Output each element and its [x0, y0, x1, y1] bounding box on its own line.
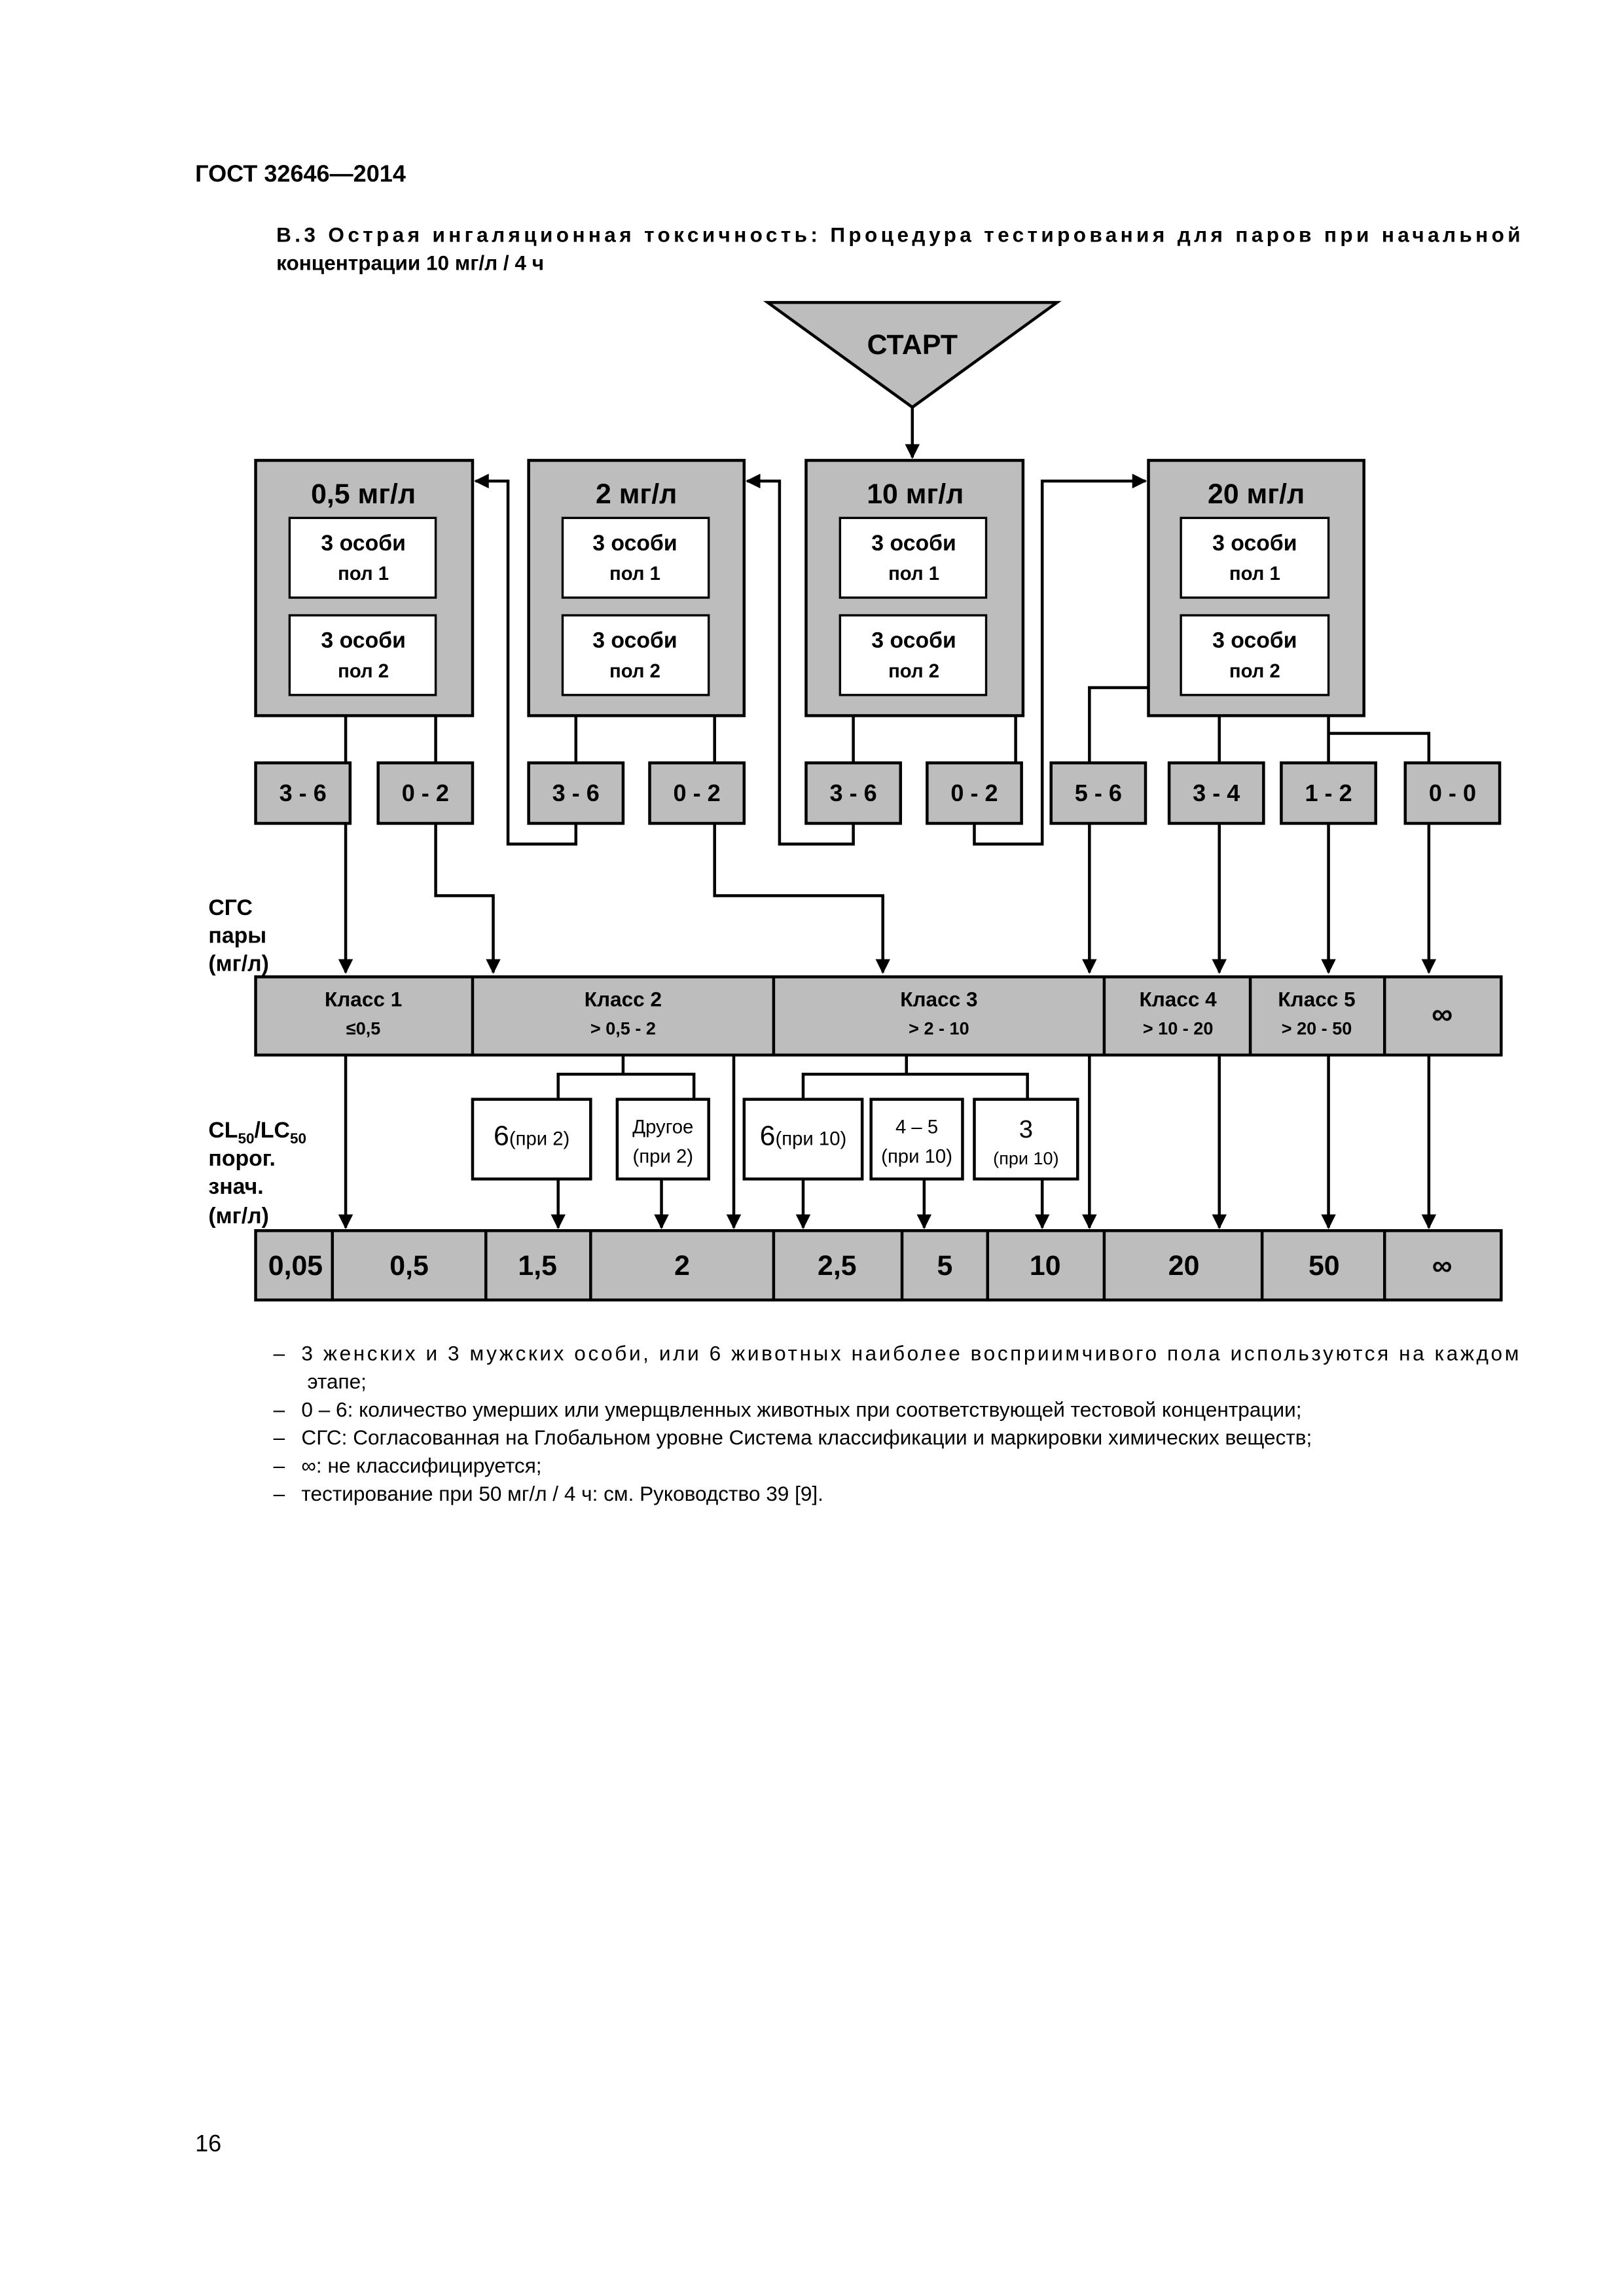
outcome-boxes: 3 - 6 0 - 2 3 - 6 0 - 2 3 - 6 0 - 2 5 - …: [254, 761, 1502, 825]
animal-sex: пол 1: [338, 563, 389, 584]
class-name: Класс 1: [325, 988, 402, 1011]
page-number: 16: [195, 2130, 221, 2157]
animal-sex: пол 2: [609, 660, 660, 682]
note-item: тестирование при 50 мг/л / 4 ч: см. Руко…: [301, 1482, 823, 1505]
outcome-label: 3 - 4: [1193, 780, 1240, 806]
subboxes: 6(при 2) Другое (при 2) 6(при 10) 4 – 5 …: [471, 1098, 1079, 1181]
subbox-label: 3: [1019, 1115, 1033, 1143]
note-bullet: –: [274, 1426, 285, 1449]
animal-sex: пол 1: [609, 563, 660, 584]
dose-label: 10 мг/л: [867, 478, 964, 510]
note-bullet: –: [274, 1342, 285, 1365]
subbox-label: 6(при 2): [494, 1120, 569, 1151]
outcome-label: 3 - 6: [830, 780, 877, 806]
animal-count: 3 особи: [592, 531, 677, 556]
threshold-value: 10: [1030, 1250, 1061, 1282]
class-name: Класс 5: [1278, 988, 1355, 1011]
animal-count: 3 особи: [871, 531, 956, 556]
animal-sex: пол 2: [888, 660, 939, 682]
class-range: > 0,5 - 2: [590, 1018, 656, 1038]
note-item: 3 женских и 3 мужских особи, или 6 живот…: [301, 1342, 1519, 1365]
animal-sex: пол 1: [1229, 563, 1280, 584]
note-item: СГС: Согласованная на Глобальном уровне …: [301, 1426, 1312, 1449]
animal-count: 3 особи: [321, 531, 405, 556]
figure-caption-line-2: концентрации 10 мг/л / 4 ч: [276, 251, 544, 275]
arrows-to-thresholds: [338, 1054, 1437, 1229]
animal-sex: пол 1: [888, 563, 939, 584]
threshold-value: 0,05: [268, 1250, 323, 1282]
connectors-group-to-outcome: [344, 686, 1431, 763]
animal-sex: пол 2: [338, 660, 389, 682]
animal-count: 3 особи: [592, 628, 677, 653]
threshold-row: 0,05 0,5 1,5 2 2,5 5 10 20 50 ∞: [254, 1229, 1503, 1302]
document-id: ГОСТ 32646—2014: [195, 160, 406, 187]
class-range: ≤0,5: [346, 1018, 380, 1038]
note-item-continuation: этапе;: [307, 1369, 366, 1393]
dose-label: 0,5 мг/л: [311, 478, 416, 510]
ghs-class-row: Класс 1 ≤0,5 Класс 2 > 0,5 - 2 Класс 3 >…: [254, 975, 1503, 1057]
escalation-arrows: [474, 473, 1147, 846]
threshold-value: 2: [674, 1250, 690, 1282]
dose-label: 20 мг/л: [1208, 478, 1305, 510]
dose-group-20: 20 мг/л 3 особи пол 1 3 особи пол 2: [1147, 459, 1365, 717]
note-bullet: –: [274, 1397, 285, 1421]
threshold-value: 5: [937, 1250, 952, 1282]
threshold-value: 0,5: [389, 1250, 429, 1282]
start-label: СТАРТ: [867, 329, 958, 361]
subbox-label: Другое: [632, 1116, 693, 1138]
subbox-label: 6(при 10): [760, 1120, 847, 1151]
outcome-label: 3 - 6: [552, 780, 600, 806]
outcome-label: 5 - 6: [1075, 780, 1122, 806]
animal-count: 3 особи: [1212, 628, 1297, 653]
subbox-label: (при 2): [633, 1146, 693, 1168]
threshold-value: 50: [1308, 1250, 1340, 1282]
outcome-label: 0 - 2: [674, 780, 721, 806]
ghs-axis-label: СГС пары (мг/л): [208, 895, 272, 977]
subbox-label: (при 10): [881, 1146, 952, 1168]
note-bullet: –: [274, 1482, 285, 1505]
class-name: Класс 3: [900, 988, 977, 1011]
notes-list: – 3 женских и 3 мужских особи, или 6 жив…: [274, 1342, 1519, 1505]
subbox-connectors: [556, 1054, 1029, 1100]
figure-caption-line-1: В.3 Острая ингаляционная токсичность: Пр…: [276, 223, 1521, 247]
outcome-label: 0 - 2: [950, 780, 998, 806]
arrows-outcome-to-class: [338, 823, 1437, 974]
class-name: Класс 2: [585, 988, 662, 1011]
animal-sex: пол 2: [1229, 660, 1280, 682]
threshold-value: 2,5: [818, 1250, 857, 1282]
note-item: 0 – 6: количество умерших или умерщвленн…: [301, 1397, 1301, 1421]
outcome-label: 0 - 0: [1429, 780, 1476, 806]
animal-count: 3 особи: [871, 628, 956, 653]
dose-label: 2 мг/л: [596, 478, 677, 510]
outcome-label: 0 - 2: [402, 780, 449, 806]
dose-group-10: 10 мг/л 3 особи пол 1 3 особи пол 2: [804, 459, 1025, 717]
class-range: > 10 - 20: [1143, 1018, 1214, 1038]
dose-group-2: 2 мг/л 3 особи пол 1 3 особи пол 2: [527, 459, 746, 717]
dose-group-0-5: 0,5 мг/л 3 особи пол 1 3 особи пол 2: [254, 459, 475, 717]
outcome-label: 3 - 6: [280, 780, 327, 806]
class-range: > 20 - 50: [1282, 1018, 1352, 1038]
start-triangle: [763, 300, 1062, 410]
note-item: ∞: не классифицируется;: [301, 1454, 541, 1477]
outcome-label: 1 - 2: [1305, 780, 1352, 806]
subbox-label: 4 – 5: [895, 1116, 938, 1138]
note-bullet: –: [274, 1454, 285, 1477]
threshold-value: 20: [1168, 1250, 1200, 1282]
animal-count: 3 особи: [321, 628, 405, 653]
threshold-value: 1,5: [518, 1250, 557, 1282]
class-range: > 2 - 10: [909, 1018, 969, 1038]
not-classified-symbol: ∞: [1432, 997, 1453, 1031]
cl50-axis-label: CL50/LC50 порог. знач. (мг/л): [208, 1118, 312, 1229]
animal-count: 3 особи: [1212, 531, 1297, 556]
class-name: Класс 4: [1139, 988, 1217, 1011]
subbox-label: (при 10): [993, 1149, 1058, 1168]
threshold-value: ∞: [1432, 1250, 1453, 1282]
